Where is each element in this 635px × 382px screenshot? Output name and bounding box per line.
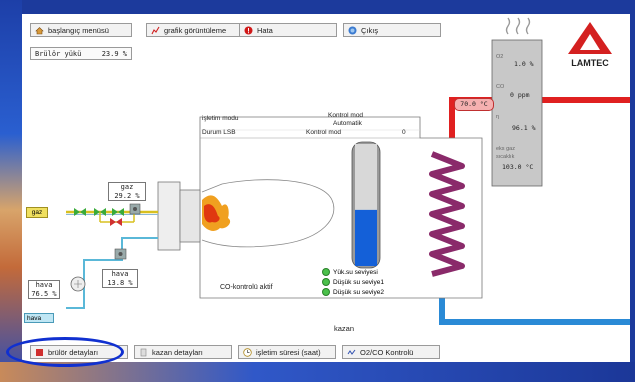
desktop-background-bottom — [0, 362, 635, 382]
water-level-gauge — [351, 141, 381, 269]
o2-label: O2 — [496, 54, 504, 60]
home-icon — [35, 26, 44, 35]
gas-actuator-icon — [129, 203, 141, 215]
clock-icon — [243, 347, 252, 357]
water-temp-readout: 70.0 °C — [454, 98, 494, 111]
water-level-item-2: Düşük su seviye1 — [322, 277, 384, 287]
air-meter-value: 13.8 % — [107, 279, 133, 287]
control-icon — [347, 348, 356, 357]
o2-co-control-label: O2/CO Kontrolü — [360, 347, 414, 357]
water-level-item-3: Düşük su seviye2 — [322, 287, 384, 297]
o2-value: 1.0 % — [514, 60, 534, 68]
air-line — [66, 237, 158, 309]
alert-icon — [244, 26, 253, 35]
burner-load-value: 23.9 % — [101, 49, 127, 58]
mode-value: Kontrol mod — [328, 112, 364, 119]
boiler-label: kazan — [334, 324, 355, 333]
gas-valve-1-icon — [74, 208, 86, 216]
burner-load-label: Brülör yükü — [35, 49, 82, 58]
heat-exchanger-coil — [429, 151, 465, 277]
runtime-button[interactable]: işletim süresi (saat) — [238, 345, 336, 359]
error-label: Hata — [257, 25, 273, 35]
smoke-icon — [505, 17, 531, 35]
air-meter: hava 13.8 % — [102, 269, 138, 288]
graph-view-label: grafik görüntüleme — [164, 25, 227, 35]
desktop-background-left — [0, 0, 22, 382]
boiler-details-label: kazan detayları — [152, 347, 203, 357]
flue-gas-sublabel: sıcaklık — [496, 154, 515, 160]
graph-view-button[interactable]: grafik görüntüleme — [146, 23, 246, 37]
highlight-ellipse — [6, 337, 124, 367]
status-ok-icon — [322, 268, 330, 276]
water-level-item-1: Yük.su seviyesi — [322, 267, 384, 277]
flame-icon — [202, 195, 231, 231]
burner-load-readout: Brülör yükü 23.9 % — [30, 47, 132, 60]
flue-gas-label: eks gaz — [496, 146, 515, 152]
flue-gas-value: 103.0 °C — [502, 163, 534, 171]
hmi-panel: başlangıç menüsü grafik görüntüleme Hata… — [22, 14, 630, 362]
chart-icon — [151, 26, 160, 35]
air-inlet-tag: hava — [24, 313, 54, 323]
gas-bypass-valve-icon — [110, 218, 122, 226]
gas-valve-3-icon — [112, 208, 124, 216]
lamtec-logo: LAMTEC — [558, 20, 622, 72]
gas-valve-2-icon — [94, 208, 106, 216]
o2-co-control-button[interactable]: O2/CO Kontrolü — [342, 345, 440, 359]
exit-button[interactable]: Çıkış — [343, 23, 441, 37]
gas-meter-value: 29.2 % — [114, 192, 140, 200]
gas-meter: gaz 29.2 % — [108, 182, 146, 201]
error-button[interactable]: Hata — [239, 23, 337, 37]
co-label: CO — [496, 84, 505, 90]
air-inlet-readout: hava 76.5 % — [28, 280, 60, 299]
mode-sublabel: Automatik — [333, 120, 362, 127]
air-inlet-value: 76.5 % — [31, 290, 57, 298]
boiler-body — [199, 116, 483, 299]
co-control-status: CO-kontrolü aktif — [220, 284, 273, 291]
efficiency-label: η — [496, 114, 500, 120]
home-menu-label: başlangıç menüsü — [48, 25, 109, 35]
water-level-list: Yük.su seviyesi Düşük su seviye1 Düşük s… — [322, 267, 384, 297]
status-ok-icon — [322, 288, 330, 296]
efficiency-value: 96.1 % — [512, 124, 536, 132]
exit-label: Çıkış — [361, 25, 379, 35]
air-inlet-label: hava — [35, 281, 53, 289]
lsb-code: 0 — [402, 129, 406, 136]
exit-icon — [348, 26, 357, 35]
lsb-value: Kontrol mod — [306, 129, 342, 136]
mode-label: işletim modu — [202, 115, 239, 122]
burner-housing — [157, 179, 335, 251]
air-actuator-icon — [114, 248, 127, 260]
process-diagram — [66, 17, 630, 325]
boiler-details-button[interactable]: kazan detayları — [134, 345, 232, 359]
gas-meter-label: gaz — [120, 183, 134, 191]
lsb-label: Durum LSB — [202, 129, 236, 136]
air-fan-icon — [70, 276, 86, 292]
home-menu-button[interactable]: başlangıç menüsü — [30, 23, 132, 37]
chimney-stack — [491, 17, 543, 187]
brand-name: LAMTEC — [571, 58, 609, 68]
water-level-fill — [355, 209, 377, 266]
runtime-label: işletim süresi (saat) — [256, 347, 321, 357]
status-ok-icon — [322, 278, 330, 286]
co-value: 0 ppm — [510, 91, 530, 99]
air-meter-label: hava — [111, 270, 129, 278]
gas-line-label: gaz — [26, 207, 48, 218]
boiler-icon — [139, 348, 148, 357]
